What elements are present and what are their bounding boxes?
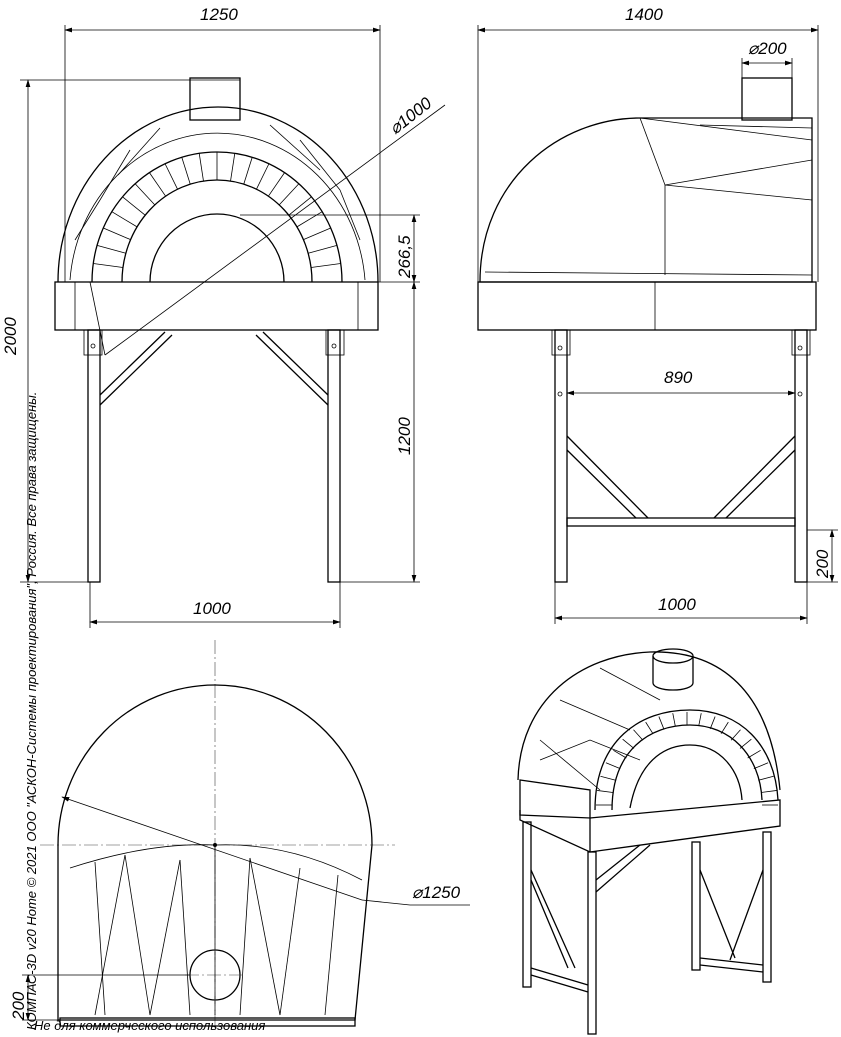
plan-view bbox=[22, 640, 470, 1030]
dim-plan-diameter: ⌀1250 bbox=[412, 883, 461, 902]
dim-dome-diameter: ⌀1000 bbox=[386, 93, 436, 138]
dim-side-inner-span: 890 bbox=[664, 368, 693, 387]
dim-front-width: 1250 bbox=[200, 5, 238, 24]
front-dimensions: 1250 2000 266,5 1200 ⌀1000 1000 bbox=[1, 5, 436, 628]
plan-dimensions: ⌀1250 200 bbox=[9, 883, 461, 1021]
dim-front-leg-span: 1000 bbox=[193, 599, 231, 618]
isometric-view bbox=[517, 648, 781, 1035]
dim-stand-height: 1200 bbox=[395, 417, 414, 455]
watermark-copyright: КОМПАС-3D v20 Home © 2021 ООО "АСКОН-Сис… bbox=[24, 392, 39, 1030]
dim-plan-offset: 200 bbox=[9, 991, 28, 1021]
front-view bbox=[54, 77, 446, 583]
dim-crossbar-height: 200 bbox=[813, 549, 832, 579]
dim-chimney-diameter: ⌀200 bbox=[748, 39, 787, 58]
side-dimensions: 1400 ⌀200 890 200 1000 bbox=[477, 5, 838, 624]
watermark-noncommercial: Не для коммерческого использования bbox=[34, 1018, 265, 1033]
dim-overall-height: 2000 bbox=[1, 317, 20, 356]
dim-side-depth: 1400 bbox=[625, 5, 663, 24]
side-view bbox=[477, 77, 817, 583]
dim-side-leg-span: 1000 bbox=[658, 595, 696, 614]
dim-arch-height: 266,5 bbox=[395, 235, 414, 279]
